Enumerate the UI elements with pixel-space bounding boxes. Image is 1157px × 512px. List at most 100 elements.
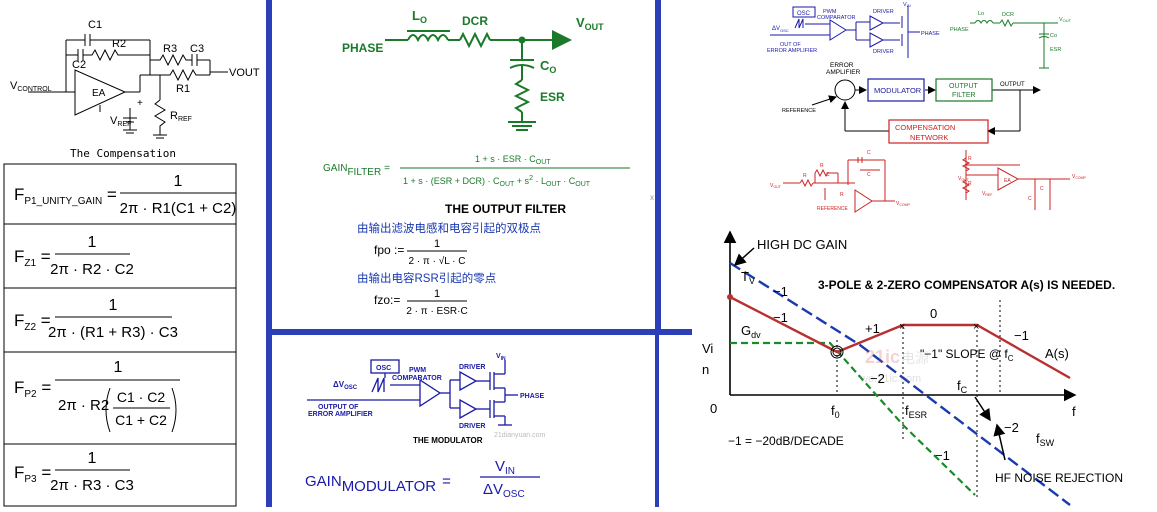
svg-text:1: 1	[109, 297, 118, 314]
bd-comp-1: COMPENSATION	[895, 123, 955, 132]
label-vout: VOUT	[229, 67, 260, 79]
compensator-curve	[729, 295, 1071, 380]
svg-text:2π · R1(C1 + C2): 2π · R1(C1 + C2)	[120, 200, 237, 217]
summing-node	[834, 79, 856, 101]
note-esr-zero: 由输出电容RSR引起的零点	[357, 271, 496, 285]
label-decade: −1 = −20dB/DECADE	[728, 434, 844, 448]
svg-text:电源: 电源	[901, 350, 929, 366]
svg-text:2π · (R1 + R3) · C3: 2π · (R1 + R3) · C3	[48, 324, 178, 341]
svg-text:2 · π · ESR·C: 2 · π · ESR·C	[406, 306, 467, 317]
bd-out-of: OUT OF	[780, 42, 801, 48]
control-loop	[811, 79, 1041, 135]
r1-c1: C	[867, 150, 871, 156]
bd-output-filter-2: FILTER	[952, 92, 976, 99]
svg-text:1 + s · ESR · COUT: 1 + s · ESR · COUT	[475, 154, 551, 166]
label-as: A(s)	[1045, 346, 1069, 361]
label-vcontrol: VCONTROL	[10, 80, 52, 93]
label-high-dc-gain: HIGH DC GAIN	[757, 237, 847, 252]
modulator-schematic	[307, 359, 518, 426]
label-tv: TV	[741, 269, 755, 286]
label-r2: R2	[112, 38, 126, 50]
svg-text:VIN: VIN	[495, 458, 515, 477]
filter-label-dcr: DCR	[462, 14, 488, 28]
label-f-axis: f	[1072, 404, 1076, 419]
slope-minus2-green: −2	[870, 371, 885, 386]
svg-text:fzo:=: fzo:=	[374, 293, 400, 307]
bode-watermark: 21ic 电源 we.21ic.com	[859, 347, 929, 385]
bd-modulator-block: MODULATOR	[874, 86, 922, 95]
formula-fp3: FP3 = 1 2π · R3 · C3	[14, 450, 134, 494]
r1-c3: C	[826, 172, 830, 178]
modulator-block	[867, 78, 925, 102]
svg-text:2π · R2 · C2: 2π · R2 · C2	[50, 261, 134, 278]
zero-mark-1: ×	[899, 321, 905, 333]
modulator-panel: OSC PWM COMPARATOR ΔVOSC OUTPUT OF ERROR…	[305, 353, 546, 500]
r2-c2: C	[1028, 196, 1032, 202]
red-schematic-1	[783, 157, 895, 213]
label-gdv: Gdv	[741, 323, 761, 340]
bdf-lo: Lo	[978, 11, 984, 17]
mini-modulator	[770, 6, 920, 58]
label-r1: R1	[176, 83, 190, 95]
bd-ea-label2: AMPLIFIER	[826, 69, 861, 76]
bd-ea-label1: ERROR	[830, 62, 854, 69]
compensation-block	[888, 119, 989, 144]
filter-gain-formula: GAINFILTER= 1 + s · ESR · COUT 1 + s · (…	[323, 154, 630, 188]
mod-output-of: OUTPUT OF	[318, 404, 359, 411]
svg-text:ΔVOSC: ΔVOSC	[483, 481, 525, 500]
bode-plot-panel: × × 21ic 电源 we.21ic.com HIGH DC GAIN TV …	[702, 230, 1123, 506]
pwm-comparator	[419, 378, 442, 408]
label-fc: fC	[957, 378, 968, 395]
r1-r1: R	[803, 173, 807, 179]
driver-bottom	[459, 398, 478, 420]
slope-minus1-green: −1	[935, 448, 950, 463]
filter-schematic	[385, 30, 572, 131]
label-fesr: fESR	[905, 403, 928, 420]
bd-reference: REFERENCE	[782, 108, 816, 114]
mod-pwm: PWM	[409, 367, 426, 374]
modulator-gain-formula: GAINMODULATOR= VIN ΔVOSC	[305, 458, 540, 500]
bd-dvosc: ΔVOSC	[772, 26, 789, 33]
svg-text:GAINFILTER=: GAINFILTER=	[323, 163, 390, 178]
panel-dividers	[266, 0, 692, 507]
formula-fpo: fpo := 1 2 · π · √L · C	[374, 238, 467, 267]
bd-pwm: PWM	[823, 9, 837, 15]
label-r3: R3	[163, 43, 177, 55]
formula-fz1: FZ1 = 1 2π · R2 · C2	[14, 234, 134, 278]
mod-dvosc: ΔVOSC	[333, 380, 358, 391]
label-rref: RREF	[170, 110, 192, 123]
mini-filter	[970, 18, 1058, 69]
r2-r2: R	[968, 181, 972, 187]
r2-vcomp: VCOMP	[1072, 174, 1087, 180]
mod-error-amp: ERROR AMPLIFIER	[308, 411, 373, 418]
svg-text:fpo :=: fpo :=	[374, 243, 404, 257]
label-vin-1: Vi	[702, 341, 713, 356]
formula-fzo: fzo:= 1 2 · π · ESR·C	[374, 288, 468, 317]
bd-vin: VIN	[903, 2, 911, 8]
output-filter-panel: PHASE LO DCR VOUT CO ESR GAINFILTER= 1 +…	[323, 8, 654, 317]
plant-gain-curve	[730, 341, 976, 496]
bdf-dcr: DCR	[1002, 12, 1014, 18]
label-slope-fc: "−1" SLOPE @ fC	[920, 347, 1014, 363]
output-filter-block	[935, 78, 993, 102]
label-fsw: fSW	[1036, 431, 1055, 448]
bd-output: OUTPUT	[1000, 82, 1025, 88]
r1-c2: C	[867, 172, 871, 178]
note-double-pole: 由输出滤波电感和电容引起的双极点	[357, 221, 541, 235]
svg-text:we.21ic.com: we.21ic.com	[859, 373, 921, 385]
r2-r1: R	[968, 156, 972, 162]
inductor-lo	[407, 34, 449, 43]
svg-text:2π · R3 · C3: 2π · R3 · C3	[50, 477, 134, 494]
mod-driver-bottom: DRIVER	[459, 423, 485, 430]
filter-title: THE OUTPUT FILTER	[445, 202, 566, 216]
mod-driver-top: DRIVER	[459, 364, 485, 371]
mod-comparator: COMPARATOR	[392, 375, 442, 382]
slope-zero: 0	[930, 306, 937, 321]
filter-label-lo: LO	[412, 8, 427, 25]
slope-minus1-red: −1	[773, 310, 788, 325]
compensation-caption: The Compensation	[70, 147, 176, 160]
r2-ea: EA	[1004, 178, 1011, 184]
label-hf-noise: HF NOISE REJECTION	[995, 471, 1123, 485]
svg-text:1: 1	[114, 359, 123, 376]
bode-axes	[723, 230, 1077, 402]
